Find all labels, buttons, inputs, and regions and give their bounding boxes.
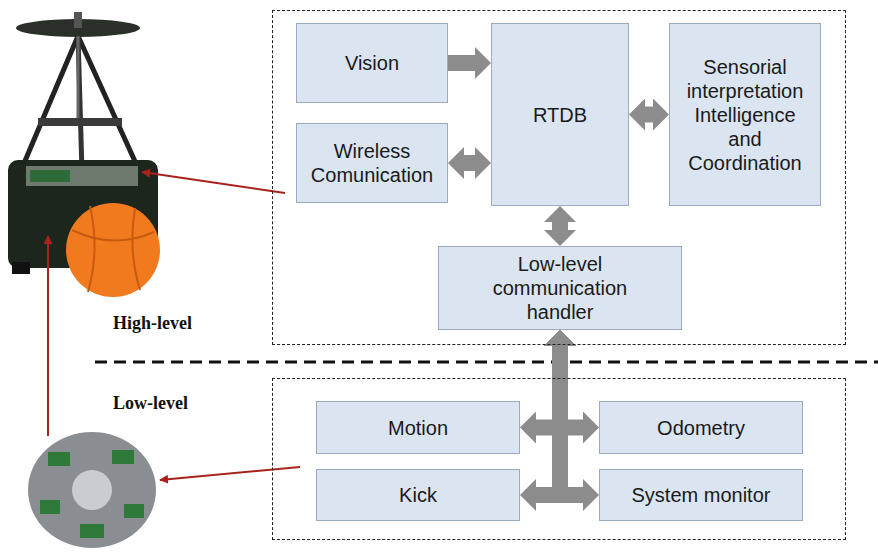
- robot-camera-mast: [74, 12, 82, 28]
- robot-plate: [38, 118, 122, 126]
- data-flow-arrow: [560, 346, 583, 495]
- board-chip: [112, 450, 134, 464]
- data-flow-arrow: [645, 107, 653, 123]
- module-label: Wireless Comunication: [305, 139, 439, 187]
- robot-leg: [22, 36, 78, 168]
- robot-leg: [78, 36, 82, 172]
- module-box: Wireless Comunication: [296, 123, 448, 203]
- level-region: Low-levelMotionOdometryKickSystem monito…: [272, 378, 846, 540]
- module-label: Sensorial interpretation Intelligence an…: [678, 55, 812, 175]
- board-chip: [48, 452, 70, 466]
- level-heading: Low-level: [113, 393, 188, 414]
- data-flow-arrow: [552, 222, 568, 230]
- module-label: System monitor: [632, 483, 771, 507]
- data-flow-arrow: [448, 55, 475, 71]
- module-box: Sensorial interpretation Intelligence an…: [669, 23, 821, 206]
- data-flow-arrow: [464, 155, 475, 171]
- level-separator: [95, 361, 878, 364]
- robot-mast: [77, 36, 80, 120]
- module-box: Vision: [296, 23, 448, 103]
- level-heading: High-level: [113, 313, 192, 334]
- board-illustration: [28, 432, 156, 548]
- module-label: Low-level communication handler: [460, 252, 660, 324]
- board-chip: [80, 524, 104, 538]
- module-label: Vision: [345, 51, 399, 75]
- level-region: High-levelVisionWireless ComunicationRTD…: [272, 10, 846, 345]
- board-hub: [72, 470, 112, 510]
- robot-ball: [66, 203, 160, 297]
- robot-illustration: [8, 12, 160, 297]
- board-chip: [40, 500, 60, 514]
- robot-board: [30, 170, 70, 182]
- module-box: Motion: [316, 401, 520, 454]
- module-label: Odometry: [657, 416, 745, 440]
- robot-wheel: [12, 262, 30, 274]
- leader-arrow: [47, 236, 49, 436]
- module-label: RTDB: [533, 103, 587, 127]
- board-chip: [124, 504, 144, 518]
- module-box: Odometry: [599, 401, 803, 454]
- module-box: System monitor: [599, 469, 803, 521]
- board-plate: [28, 432, 156, 548]
- module-label: Motion: [388, 416, 448, 440]
- module-box: Kick: [316, 469, 520, 521]
- module-box: RTDB: [491, 23, 629, 206]
- robot-leg: [78, 36, 138, 168]
- module-label: Kick: [399, 483, 437, 507]
- ball-seams: [72, 206, 154, 292]
- robot-laptop: [26, 166, 138, 186]
- leader-arrow: [160, 467, 300, 480]
- module-box: Low-level communication handler: [438, 246, 682, 330]
- leader-arrow: [142, 172, 285, 193]
